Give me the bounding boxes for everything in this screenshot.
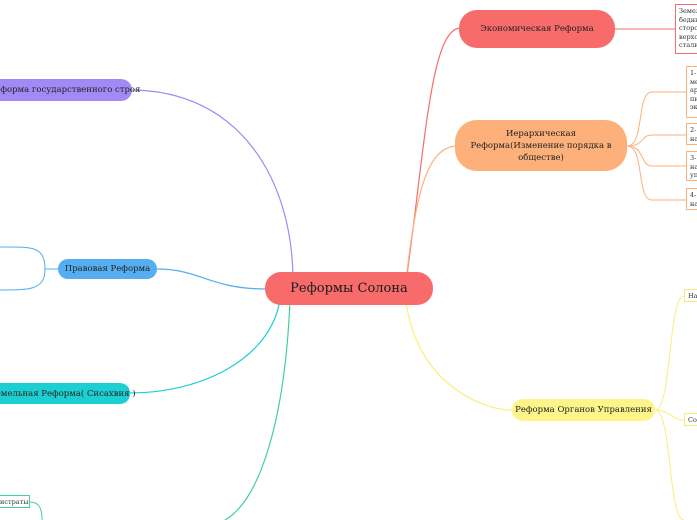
hierarchy-item-3[interactable]: 3- на уп	[686, 151, 697, 181]
link-bottom	[224, 299, 291, 520]
link-gov-down	[654, 409, 685, 520]
government-item-1[interactable]: Нар	[684, 289, 697, 302]
link-legal-left2	[0, 268, 46, 291]
branch-hierarchy-reform[interactable]: Иерархическая Реформа(Изменение порядка …	[455, 120, 627, 171]
link-hierarchy-3	[626, 145, 686, 167]
link-gov-mid	[654, 409, 685, 421]
branch-land-reform[interactable]: Земельная Реформа( Сисахвия )	[0, 383, 136, 404]
branch-state-structure-reform[interactable]: Реформа государственного строя	[0, 79, 140, 101]
hierarchy-item-1[interactable]: 1- ме ар пи эк	[686, 66, 697, 118]
branch-legal-reform[interactable]: Правовая Реформа	[58, 259, 157, 279]
link-legal-left	[0, 246, 58, 270]
link-hierarchy-2	[626, 134, 686, 147]
central-topic[interactable]: Реформы Солона	[265, 272, 433, 305]
hierarchy-item-2[interactable]: 2- на	[686, 123, 697, 145]
branch-economic-reform[interactable]: Экономическая Реформа	[459, 10, 615, 48]
link-government-bodies	[404, 288, 513, 411]
branch-government-bodies-reform[interactable]: Реформа Органов Управления	[512, 399, 655, 421]
hierarchy-item-4[interactable]: 4- на	[686, 188, 697, 210]
link-land	[129, 299, 281, 394]
economic-note[interactable]: Земел бедны сторо верхо стали	[675, 4, 697, 54]
link-hierarchy	[404, 145, 457, 290]
link-economic	[404, 27, 461, 290]
link-hierarchy-4	[626, 145, 686, 201]
link-state-structure	[129, 89, 294, 279]
government-item-2[interactable]: Сов	[684, 413, 697, 426]
link-legal	[156, 268, 267, 290]
bottom-left-note[interactable]: истраты)	[0, 495, 30, 508]
link-gov-up	[654, 295, 685, 411]
link-hierarchy-1	[626, 91, 686, 147]
link-bottom-left	[29, 501, 43, 520]
